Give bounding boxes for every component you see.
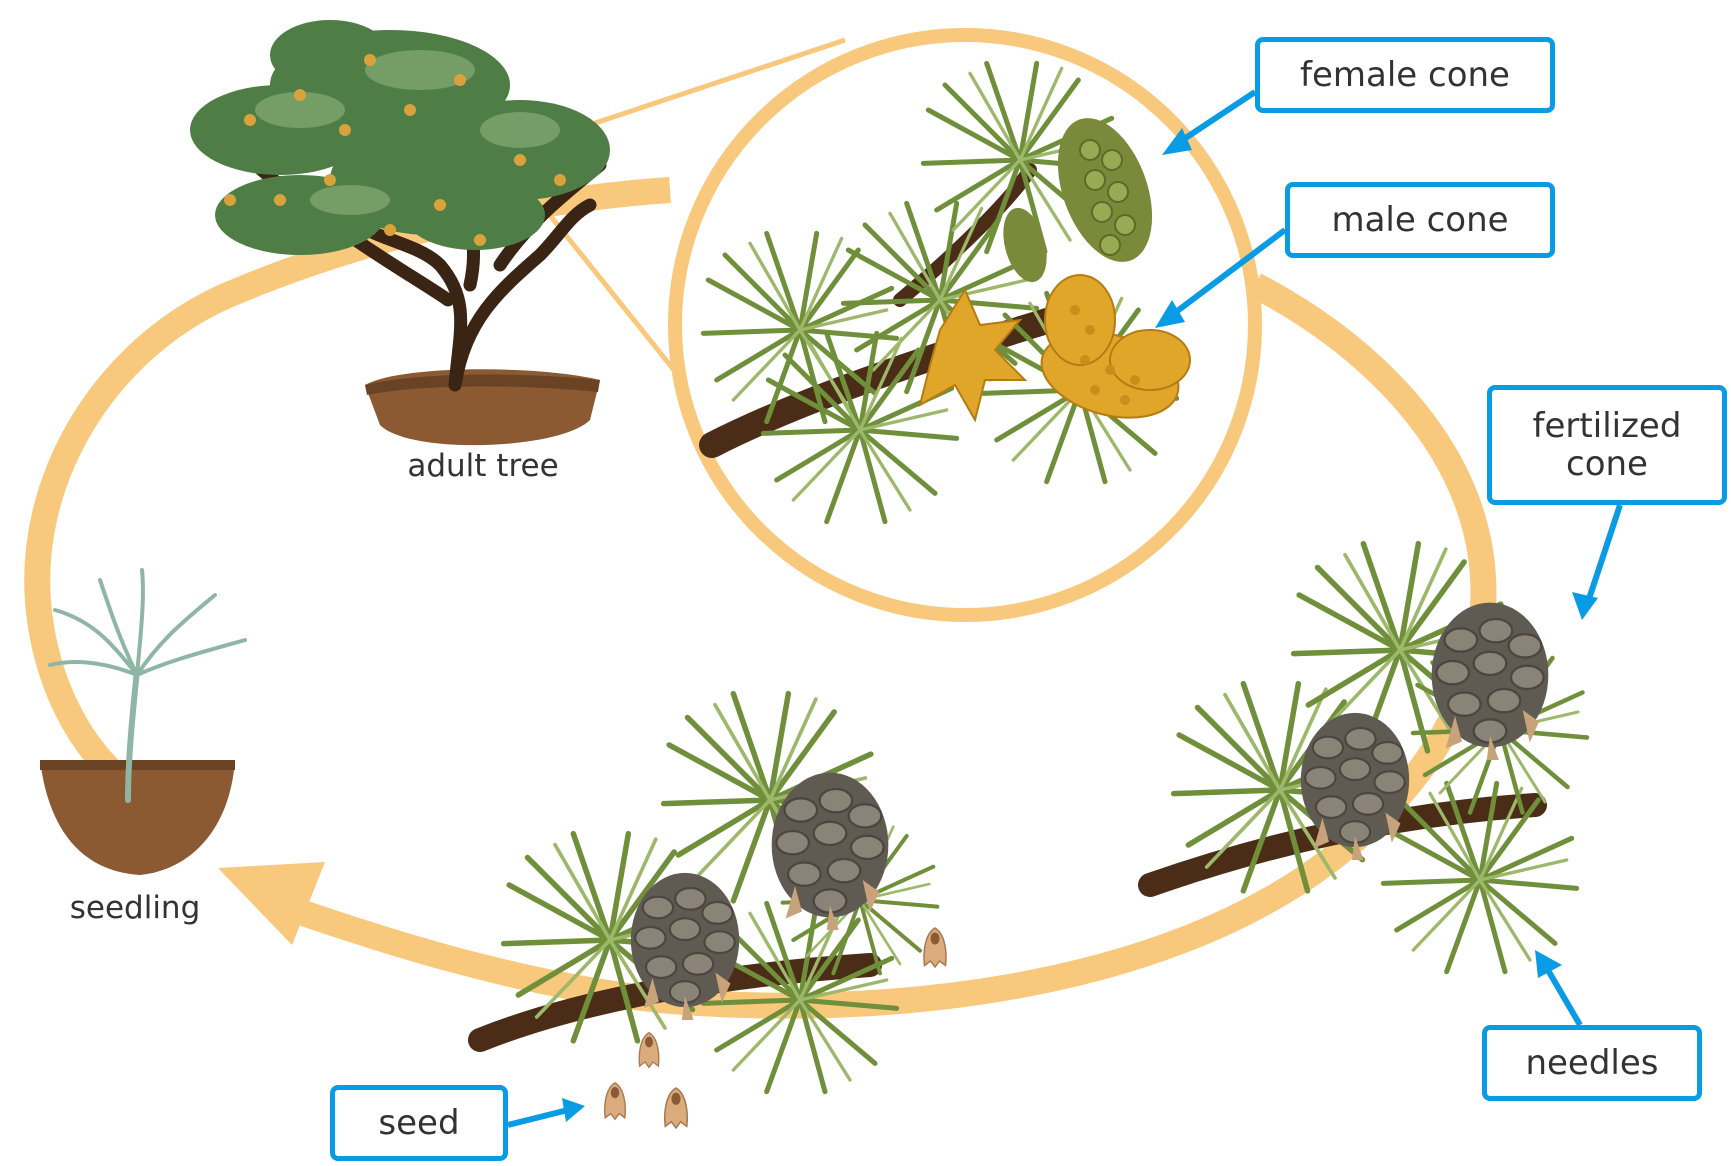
- label-seed: seed: [330, 1085, 508, 1161]
- caption-adult-tree: adult tree: [407, 448, 559, 484]
- branch-with-cones-illustration: [699, 63, 1191, 521]
- label-female-cone: female cone: [1255, 37, 1555, 113]
- adult-tree-illustration: [190, 20, 610, 446]
- female-cone-illustration: [1003, 118, 1153, 283]
- label-fertilized-cone: fertilized cone: [1487, 385, 1727, 505]
- label-male-cone: male cone: [1285, 182, 1555, 258]
- label-needles: needles: [1482, 1025, 1702, 1101]
- fertilized-cone-branch-illustration: [1138, 544, 1587, 972]
- label-pointers: [507, 89, 1623, 1128]
- arrowhead: [218, 862, 325, 945]
- caption-seedling: seedling: [69, 890, 201, 926]
- male-cone-illustration: [918, 274, 1191, 423]
- seed-release-branch-illustration: [468, 694, 940, 1092]
- seedling-illustration: [40, 568, 247, 875]
